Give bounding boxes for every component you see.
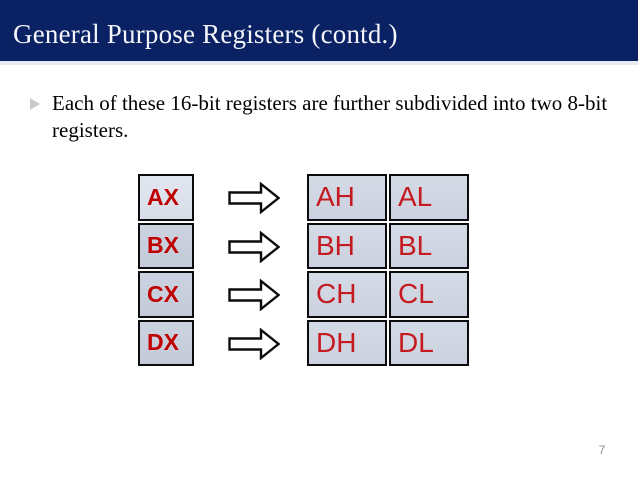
register-label: BX [147, 232, 179, 259]
register-label: AL [398, 181, 433, 213]
register-box-ax: AX [138, 174, 194, 221]
right-arrow-icon [228, 327, 280, 360]
page-number: 7 [598, 443, 606, 457]
registers-16bit-column: AX BX CX DX [138, 174, 194, 366]
title-bar-divider [0, 61, 638, 65]
right-arrow-icon [228, 230, 280, 263]
register-label: CX [147, 280, 179, 307]
register-label: DX [147, 329, 179, 356]
register-label: DL [398, 326, 434, 358]
table-cell-cl: CL [389, 271, 469, 318]
register-label: AH [316, 181, 355, 213]
table-cell-bl: BL [389, 222, 469, 269]
table-cell-dh: DH [307, 319, 387, 366]
arrows-column [228, 174, 280, 366]
table-cell-bh: BH [307, 222, 387, 269]
register-label: CH [316, 278, 357, 310]
table-cell-ah: AH [307, 174, 387, 221]
right-arrow-icon [228, 279, 280, 311]
register-box-bx: BX [138, 222, 194, 269]
register-label: AX [147, 183, 179, 210]
bullet-triangle-icon [30, 98, 40, 110]
register-label: BH [316, 229, 355, 261]
table-cell-al: AL [389, 174, 469, 221]
bullet-item: Each of these 16-bit registers are furth… [30, 90, 615, 144]
register-label: CL [398, 278, 434, 310]
table-cell-dl: DL [389, 319, 469, 366]
register-label: DH [316, 326, 357, 358]
register-box-dx: DX [138, 319, 194, 366]
register-label: BL [398, 229, 433, 261]
bullet-text: Each of these 16-bit registers are furth… [52, 91, 608, 142]
table-cell-ch: CH [307, 271, 387, 318]
page-title: General Purpose Registers (contd.) [13, 19, 398, 49]
register-box-cx: CX [138, 271, 194, 318]
registers-8bit-table: AH AL BH BL CH CL DH DL [307, 174, 469, 366]
title-bar: General Purpose Registers (contd.) [0, 0, 638, 61]
right-arrow-icon [228, 182, 280, 214]
